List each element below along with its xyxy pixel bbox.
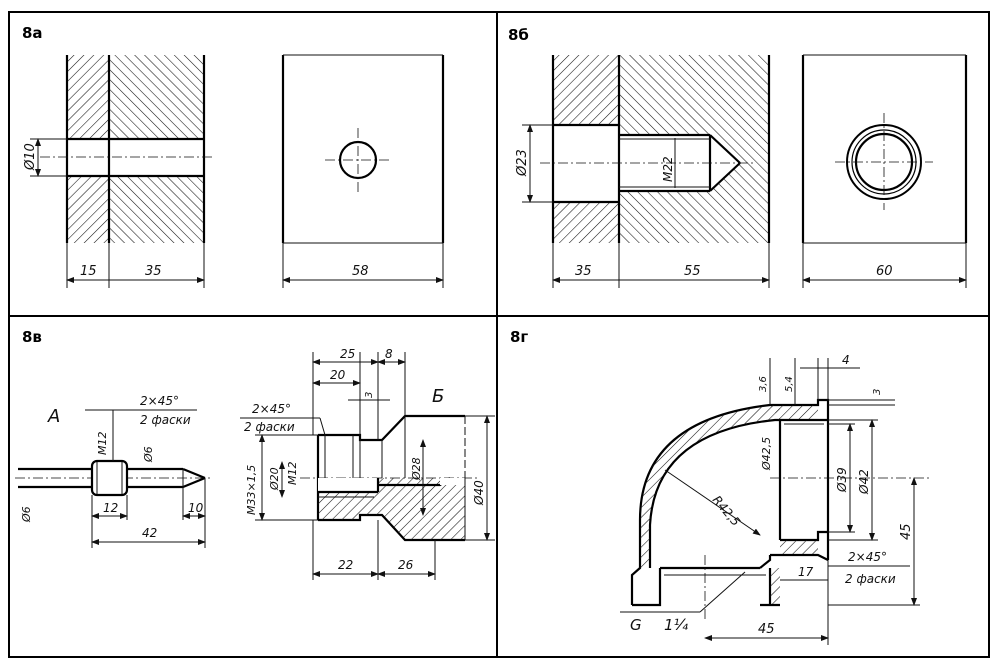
dim-3-6: 3,6	[758, 376, 769, 392]
dim-radius: R42,5	[710, 493, 743, 529]
dim-width-35b: 35	[575, 264, 592, 279]
chamfer-note-a: 2 фаски	[140, 413, 191, 427]
dim-width-55: 55	[684, 264, 701, 279]
chamfer-label-b: 2×45°	[252, 402, 291, 416]
dim-v45: 45	[899, 523, 914, 540]
view-label-b: Б	[432, 386, 444, 407]
dim-len-8: 8	[385, 347, 393, 361]
dim-len-3: 3	[364, 392, 375, 398]
panel-title-8b: 8б	[508, 26, 529, 44]
thread-g-size: 1¼	[664, 616, 689, 634]
dim-17: 17	[798, 565, 814, 579]
chamfer-label-g: 2×45°	[848, 550, 887, 564]
chamfer-note-b: 2 фаски	[244, 420, 295, 434]
dim-m12-a: M12	[96, 432, 109, 456]
dim-d6-tip: Ø6	[142, 446, 155, 463]
dim-width-58: 58	[352, 264, 369, 279]
dim-d39: Ø39	[835, 467, 849, 493]
dim-4: 4	[842, 353, 850, 367]
dim-len-22: 22	[338, 558, 353, 572]
dim-counterbore-diameter: Ø23	[515, 149, 530, 177]
dim-d42: Ø42	[857, 469, 871, 495]
dim-width-35: 35	[145, 264, 162, 279]
panel-8b: 8б Ø23 M22 35 55	[508, 26, 968, 288]
dim-len-10: 10	[188, 501, 204, 515]
chamfer-note-g: 2 фаски	[845, 572, 896, 586]
dim-thread-m22: M22	[661, 156, 675, 182]
dim-d42-5: Ø42,5	[760, 437, 773, 471]
panel-title-8v: 8в	[22, 328, 42, 346]
panel-8g: 8г R42,5 3,6 5,4 4	[510, 328, 930, 645]
view-label-a: А	[47, 406, 60, 427]
panel-title-8g: 8г	[510, 328, 528, 346]
chamfer-label-a: 2×45°	[140, 394, 179, 408]
thread-g-label: G	[630, 616, 642, 634]
dim-3-top: 3	[872, 389, 883, 395]
dim-m12-b: M12	[286, 462, 299, 486]
panel-8v: 8в А 2×45° 2 фаски M12 Ø6 Ø6 12 10 42 Б	[15, 328, 495, 580]
sheet-frame	[8, 11, 990, 658]
dim-len-25: 25	[340, 347, 355, 361]
dim-h45: 45	[758, 622, 775, 637]
dim-width-15: 15	[80, 264, 97, 279]
dim-d28: Ø28	[410, 457, 423, 481]
dim-len-20: 20	[330, 368, 346, 382]
dim-width-60: 60	[876, 264, 893, 279]
dim-m33: M33×1,5	[245, 465, 258, 515]
dim-d40: Ø40	[472, 480, 486, 506]
dim-len-12: 12	[103, 501, 118, 515]
dim-hole-diameter: Ø10	[23, 143, 38, 171]
dim-len-42: 42	[142, 526, 157, 540]
dim-d20-b: Ø20	[268, 467, 281, 491]
dim-5-4: 5,4	[784, 376, 795, 392]
panel-8a: 8а Ø10 15 35 58	[22, 24, 445, 288]
panel-title-8a: 8а	[22, 24, 43, 42]
dim-len-26: 26	[398, 558, 414, 572]
dim-d6-rod: Ø6	[20, 506, 33, 523]
